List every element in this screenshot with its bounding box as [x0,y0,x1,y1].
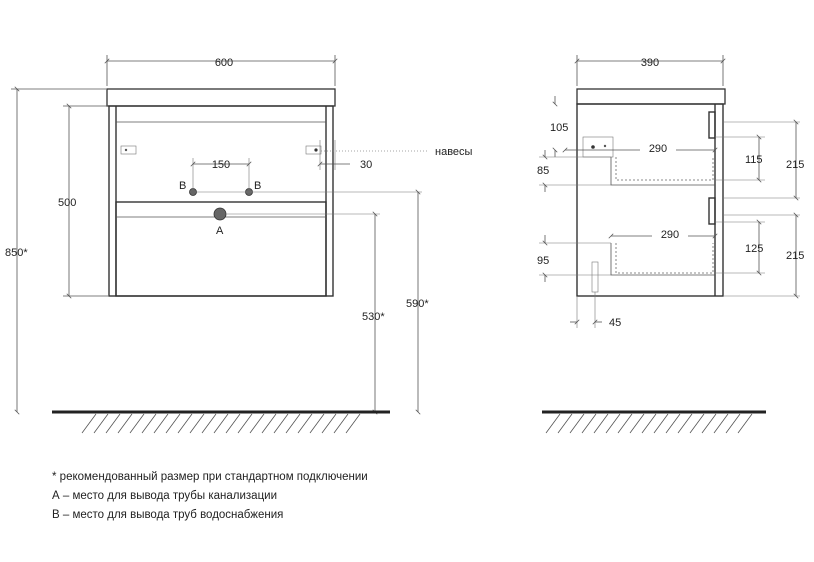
floor-hatch-line [569,413,585,434]
dim-850: 850* [5,247,28,259]
dim-30: 30 [360,159,372,171]
left-hinge-plate [120,145,137,155]
floor-hatch-line [593,413,609,434]
dim-215-top: 215 [786,159,804,171]
floor-hatch-line [629,413,645,434]
floor-hatch-line [225,413,241,434]
floor-hatch-line [165,413,181,434]
right-hinge-plate [305,145,322,155]
dim-115: 115 [745,154,763,166]
floor-hatch-line [237,413,253,434]
floor-hatch-line [545,413,561,434]
side-cabinet-body [576,103,724,297]
floor-hatch-line [617,413,633,434]
front-countertop [106,88,336,107]
note-b: В – место для вывода труб водоснабжения [52,509,284,521]
dim-45: 45 [609,317,621,329]
floor-right [542,410,766,434]
label-hinges: навесы [435,146,473,158]
side-countertop [576,88,726,105]
floor-hatch-line [261,413,277,434]
floor-hatch-line [345,413,361,434]
side-view [576,88,726,297]
front-drawer [115,201,327,297]
floor-hatch-line [641,413,657,434]
dim-85: 85 [537,165,549,177]
water-outlet-b-left [189,188,197,196]
floor-hatch-line [105,413,121,434]
floor-hatch-line [129,413,145,434]
note-asterisk: * рекомендованный размер при стандартном… [52,471,368,483]
dim-125: 125 [745,243,763,255]
front-view [106,88,336,297]
floor-hatch-line [285,413,301,434]
dim-290-bottom: 290 [661,229,679,241]
floor-hatch-line [201,413,217,434]
floor-hatch-line [93,413,109,434]
floor-hatch-line [653,413,669,434]
dim-215-bottom: 215 [786,250,804,262]
floor-hatch-line [177,413,193,434]
floor-hatch-line [309,413,325,434]
notes: * рекомендованный размер при стандартном… [52,468,368,525]
dim-290-top: 290 [649,143,667,155]
dim-600: 600 [215,57,233,69]
label-b-left: B [179,180,186,192]
side-handle-top [708,111,716,139]
floor-hatch-line [557,413,573,434]
floor-hatch-line [321,413,337,434]
side-hinge-bracket [582,136,614,158]
dim-95: 95 [537,255,549,267]
dim-590: 590* [406,298,429,310]
side-dimensions: 390 105 290 85 115 215 290 125 [537,55,804,329]
label-b-right: B [254,180,261,192]
floor-hatch-line [249,413,265,434]
floor-hatch-line [213,413,229,434]
floor-hatch-line [153,413,169,434]
floor-hatch-line [725,413,741,434]
dim-390: 390 [641,57,659,69]
floor-hatch-line [689,413,705,434]
floor-hatch-line [333,413,349,434]
floor-hatch-line [581,413,597,434]
dim-105: 105 [550,122,568,134]
floor-hatch-line [701,413,717,434]
floor-hatch-line [665,413,681,434]
label-a: A [216,225,224,237]
floor-left [52,410,390,434]
note-a: А – место для вывода трубы канализации [52,490,278,502]
floor-hatch-line [141,413,157,434]
side-pipe-stub [591,261,599,293]
floor-hatch-line [189,413,205,434]
floor-hatch-line [81,413,97,434]
dim-150: 150 [212,159,230,171]
front-dimensions: 600 850* 500 150 навесы 30 590* 530* B [5,55,473,415]
floor-hatch-line [677,413,693,434]
floor-hatch-line [713,413,729,434]
floor-hatch-line [297,413,313,434]
side-handle-bottom [708,197,716,225]
dim-530: 530* [362,311,385,323]
drain-outlet-a [213,207,227,221]
dim-500: 500 [58,197,76,209]
floor-hatch-line [117,413,133,434]
floor-hatch-line [605,413,621,434]
floor-hatch-line [273,413,289,434]
front-cabinet-body [108,105,334,297]
floor-hatch-line [737,413,753,434]
